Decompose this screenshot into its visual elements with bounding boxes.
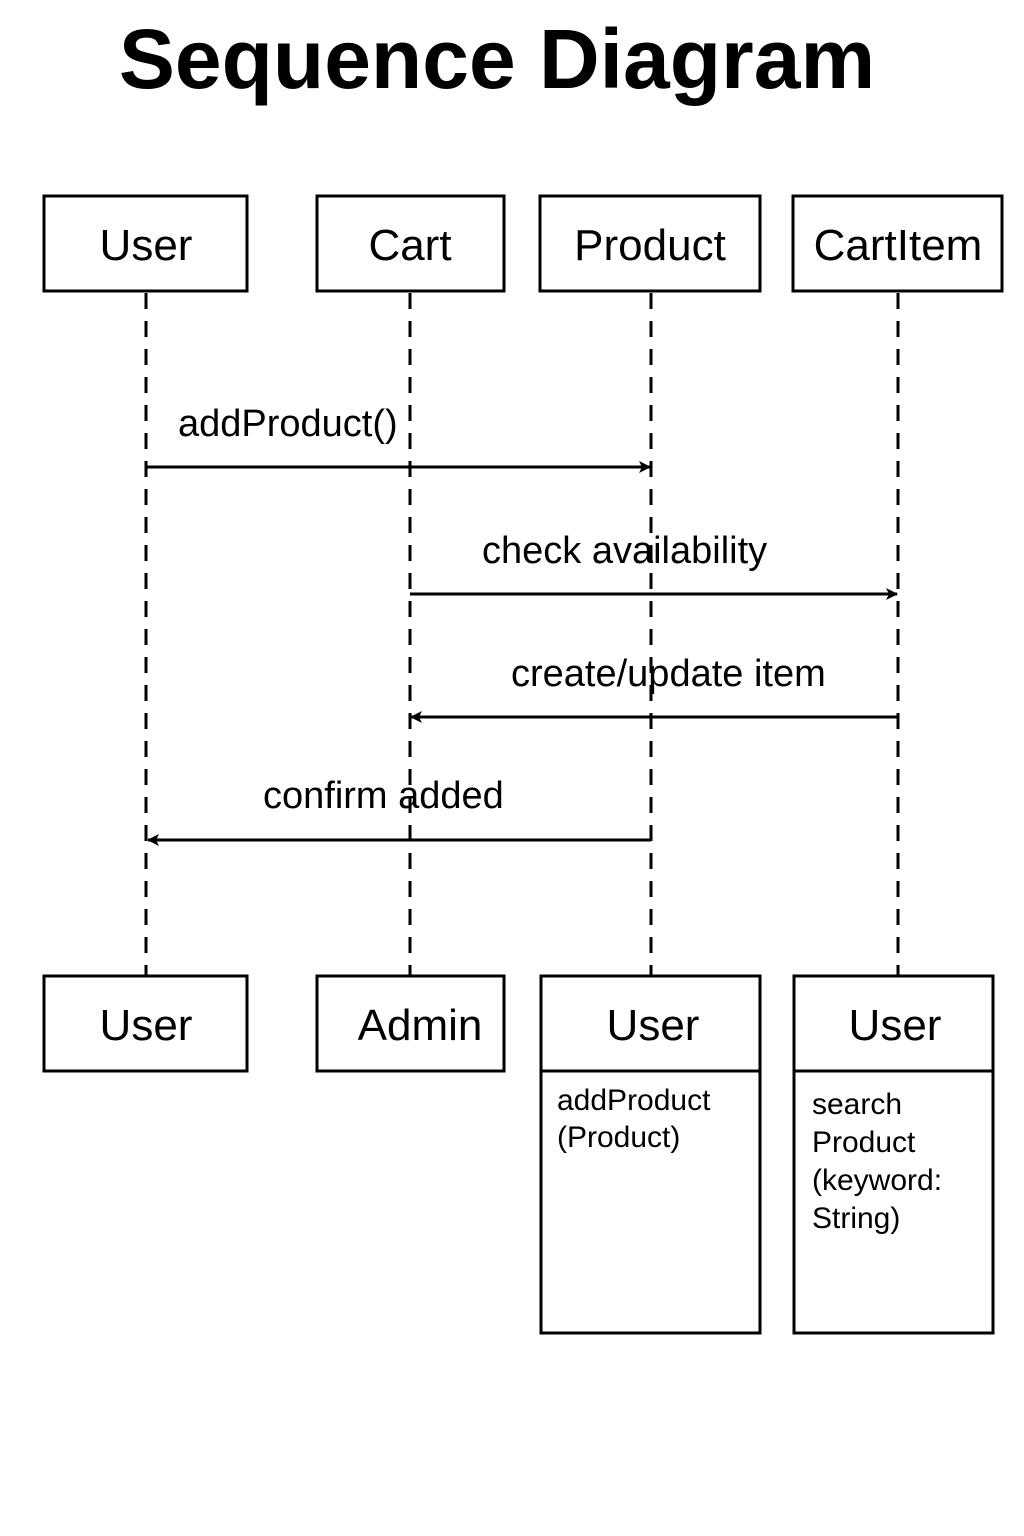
participant-user: User xyxy=(42,194,249,293)
message-add-product: addProduct() xyxy=(146,403,651,473)
participant-product-label: Product xyxy=(574,221,726,270)
message-add-product-label: addProduct() xyxy=(178,403,398,445)
bottom-box-user-3-op-line: (keyword: xyxy=(812,1164,942,1197)
participant-user-label: User xyxy=(100,221,193,270)
bottom-box-admin-label: Admin xyxy=(358,1001,483,1050)
bottom-box-user-3-op-line: String) xyxy=(812,1202,900,1235)
bottom-box-user-2-op-line: addProduct xyxy=(557,1084,711,1117)
message-confirm-added: confirm added xyxy=(147,775,651,846)
message-create-update-item-label: create/update item xyxy=(511,653,826,695)
bottom-box-user-2: User addProduct (Product) xyxy=(539,974,762,1335)
bottom-box-admin: Admin xyxy=(315,974,506,1073)
lifelines xyxy=(144,293,900,975)
participant-cartitem-label: CartItem xyxy=(814,221,983,270)
message-create-update-item: create/update item xyxy=(410,653,898,723)
bottom-box-user-3: User search Product (keyword: String) xyxy=(792,974,995,1335)
page-title: Sequence Diagram xyxy=(119,12,875,106)
bottom-box-user-2-op-line: (Product) xyxy=(557,1121,680,1154)
participant-product: Product xyxy=(538,194,762,293)
bottom-box-user-3-op-line: search xyxy=(812,1088,902,1121)
bottom-box-user-1-label: User xyxy=(100,1001,193,1050)
bottom-box-user-3-label: User xyxy=(849,1001,942,1050)
message-confirm-added-label: confirm added xyxy=(263,775,504,817)
bottom-box-user-3-op-line: Product xyxy=(812,1126,916,1159)
participant-cart: Cart xyxy=(315,194,506,293)
participant-cart-label: Cart xyxy=(368,221,451,270)
message-check-availability: check availability xyxy=(410,530,898,600)
bottom-box-user-2-label: User xyxy=(607,1001,700,1050)
bottom-box-user-1: User xyxy=(42,974,249,1073)
message-check-availability-label: check availability xyxy=(482,530,767,572)
participant-cartitem: CartItem xyxy=(791,194,1004,293)
